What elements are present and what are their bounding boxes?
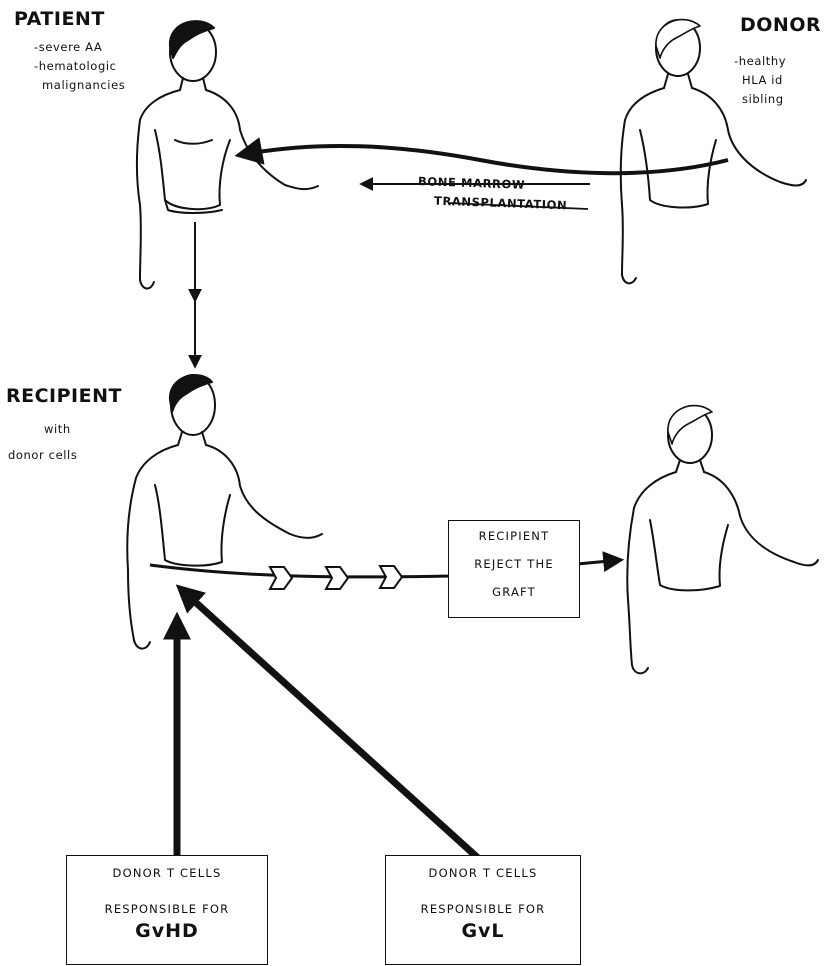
patient-figure xyxy=(137,21,318,288)
gvhd-box-line-2: RESPONSIBLE FOR xyxy=(67,902,267,916)
gvhd-box-line-1: DONOR T CELLS xyxy=(67,866,267,880)
marrow-transfer-line xyxy=(240,146,728,173)
recipient-line-1: with xyxy=(44,420,71,439)
gvhd-box: DONOR T CELLS RESPONSIBLE FOR GvHD xyxy=(66,855,268,965)
gvl-box-line-2: RESPONSIBLE FOR xyxy=(386,902,580,916)
recipient-line-2: donor cells xyxy=(8,446,77,465)
donor-note-3: sibling xyxy=(734,90,786,109)
donor-note-2: HLA id xyxy=(734,71,786,90)
recipient-title: RECIPIENT xyxy=(6,385,122,407)
patient-title: PATIENT xyxy=(14,8,105,30)
patient-note-3: malignancies xyxy=(34,76,125,95)
gvl-box: DONOR T CELLS RESPONSIBLE FOR GvL xyxy=(385,855,581,965)
reject-box-line-2: REJECT THE xyxy=(449,557,579,571)
gvl-arrow xyxy=(182,590,478,858)
patient-notes: -severe AA -hematologic malignancies xyxy=(34,38,125,95)
patient-note-2: -hematologic xyxy=(34,57,125,76)
gvhd-box-line-3: GvHD xyxy=(67,920,267,942)
recipient-figure xyxy=(127,375,322,649)
donor-notes: -healthy HLA id sibling xyxy=(734,52,786,109)
gvl-box-line-3: GvL xyxy=(386,920,580,942)
graft-donor-figure xyxy=(627,406,818,674)
reject-box-line-1: RECIPIENT xyxy=(449,529,579,543)
patient-note-1: -severe AA xyxy=(34,38,125,57)
reject-box-line-3: GRAFT xyxy=(449,585,579,599)
gvl-box-line-1: DONOR T CELLS xyxy=(386,866,580,880)
donor-title: DONOR xyxy=(740,14,821,36)
reject-graft-box: RECIPIENT REJECT THE GRAFT xyxy=(448,520,580,618)
donor-note-1: -healthy xyxy=(734,52,786,71)
